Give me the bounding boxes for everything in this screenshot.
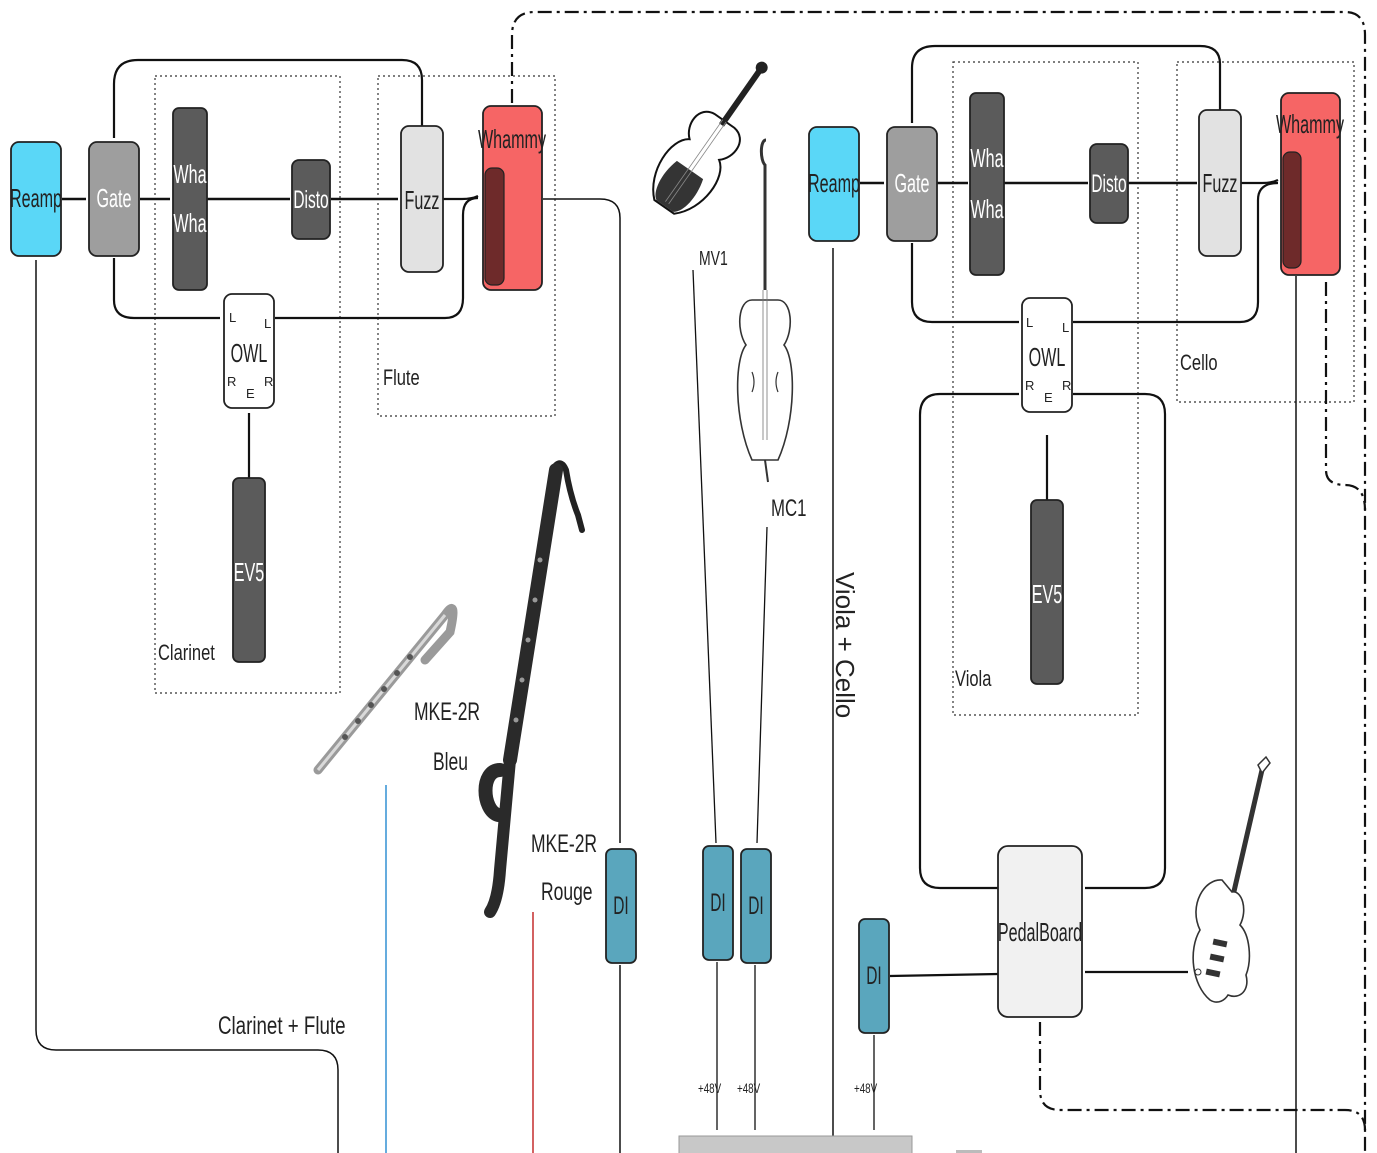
di-box-2: DI — [703, 846, 733, 960]
svg-text:E: E — [246, 386, 255, 401]
flute-group-label: Flute — [383, 366, 420, 391]
svg-text:Fuzz: Fuzz — [405, 185, 440, 215]
svg-text:Gate: Gate — [97, 183, 132, 213]
svg-text:EV5: EV5 — [234, 557, 264, 587]
whammy-right: Whammy — [1276, 93, 1344, 275]
flute-icon — [318, 608, 453, 770]
reamp-left: Reamp — [10, 142, 62, 256]
mv1-label: MV1 — [699, 246, 728, 269]
ev5-right: EV5 — [1031, 500, 1063, 684]
phantom-power-label-3: +48V — [854, 1080, 877, 1096]
svg-text:PedalBoard: PedalBoard — [998, 917, 1082, 947]
mke-bleu-label-line2: Bleu — [433, 747, 468, 776]
wha-wha-left: Wha Wha — [173, 108, 207, 290]
wha-wha-right: Wha Wha — [970, 93, 1004, 275]
mke-rouge-label-line2: Rouge — [541, 877, 593, 906]
svg-text:R: R — [227, 374, 236, 389]
svg-text:DI: DI — [866, 962, 881, 990]
svg-text:L: L — [1062, 320, 1069, 335]
mke-bleu-label-line1: MKE-2R — [414, 697, 480, 726]
svg-text:DI: DI — [613, 892, 628, 920]
di-box-4: DI — [859, 919, 889, 1033]
svg-text:EV5: EV5 — [1032, 579, 1062, 609]
clarinet-flute-bus-label: Clarinet + Flute — [218, 1011, 346, 1039]
svg-text:DI: DI — [710, 889, 725, 917]
phantom-power-label-2: +48V — [737, 1080, 760, 1096]
reamp-right: Reamp — [808, 127, 860, 241]
violin-icon — [640, 46, 789, 224]
clarinet-group-label: Clarinet — [158, 641, 215, 666]
svg-text:Whammy: Whammy — [1276, 109, 1344, 139]
pedalboard-control-line — [1040, 1022, 1365, 1130]
svg-text:Disto: Disto — [1091, 170, 1126, 198]
svg-text:Wha: Wha — [173, 208, 207, 238]
owl-left: OWL L L R R E — [224, 294, 274, 408]
svg-text:Wha: Wha — [970, 143, 1004, 173]
svg-text:L: L — [1026, 315, 1033, 330]
cello-icon — [738, 140, 793, 482]
di-box-1: DI — [606, 849, 636, 963]
viola-group-label: Viola — [955, 667, 992, 692]
svg-text:Reamp: Reamp — [10, 183, 62, 213]
disto-left: Disto — [292, 160, 330, 239]
mke-rouge-label-line1: MKE-2R — [531, 829, 597, 858]
owl-right: OWL L L R R E — [1022, 298, 1072, 412]
svg-text:L: L — [229, 310, 236, 325]
svg-text:R: R — [1062, 378, 1071, 393]
ev5-left: EV5 — [233, 478, 265, 662]
svg-text:DI: DI — [748, 892, 763, 920]
cello-whammy-control-line — [1326, 282, 1365, 510]
svg-text:E: E — [1044, 390, 1053, 405]
svg-text:R: R — [1025, 378, 1034, 393]
svg-text:Wha: Wha — [970, 194, 1004, 224]
whammy-left: Whammy — [478, 106, 546, 290]
disto-right: Disto — [1090, 144, 1128, 223]
gate-right: Gate — [887, 127, 937, 241]
svg-text:OWL: OWL — [231, 338, 268, 368]
phantom-power-label-1: +48V — [698, 1080, 721, 1096]
svg-text:Gate: Gate — [895, 168, 930, 198]
pedalboard: PedalBoard — [998, 846, 1082, 1017]
gate-left: Gate — [89, 142, 139, 256]
cello-group-label: Cello — [1180, 351, 1218, 376]
svg-text:Whammy: Whammy — [478, 124, 546, 154]
electric-guitar-icon — [1193, 757, 1270, 1002]
viola-cello-bus-label: Viola + Cello — [830, 572, 860, 718]
svg-text:Disto: Disto — [293, 186, 328, 214]
svg-text:L: L — [264, 316, 271, 331]
svg-text:R: R — [264, 374, 273, 389]
svg-text:Fuzz: Fuzz — [1203, 168, 1238, 198]
fuzz-left: Fuzz — [401, 126, 443, 272]
di-box-3: DI — [741, 849, 771, 963]
svg-text:Reamp: Reamp — [808, 168, 860, 198]
svg-text:OWL: OWL — [1029, 342, 1066, 372]
mc1-label: MC1 — [771, 495, 806, 522]
fuzz-right: Fuzz — [1199, 110, 1241, 256]
mixing-console — [679, 1136, 912, 1153]
svg-text:Wha: Wha — [173, 159, 207, 189]
